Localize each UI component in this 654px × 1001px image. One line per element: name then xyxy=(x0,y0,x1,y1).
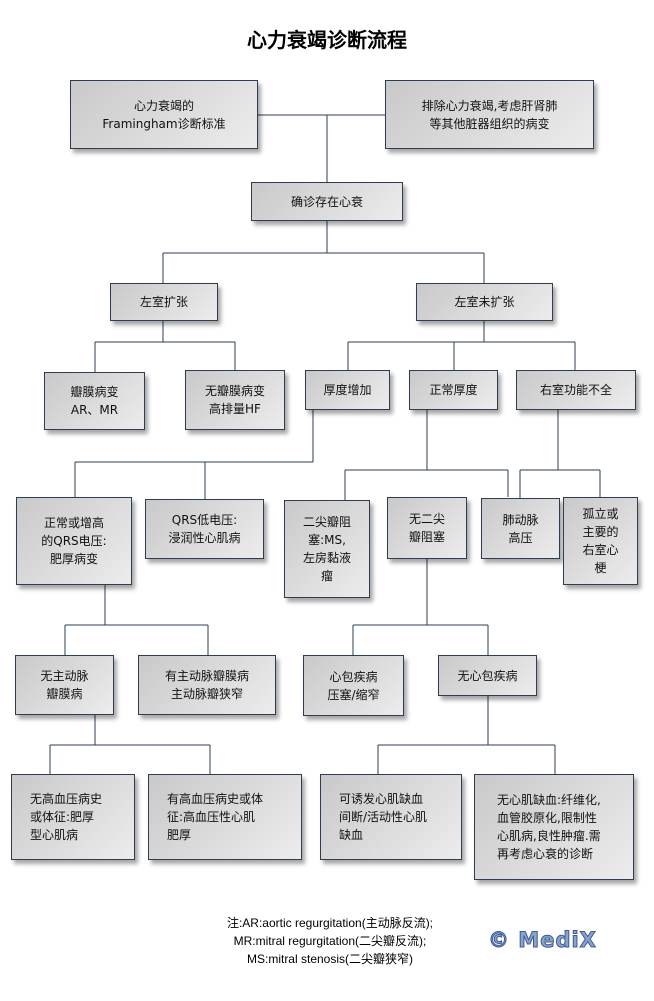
node-pericardial: 心包疾病 压塞/缩窄 xyxy=(303,655,404,716)
node-lv-not-dilated: 左室未扩张 xyxy=(416,283,553,321)
footnote-line: MS:mitral stenosis(二尖瓣狭窄) xyxy=(246,952,413,966)
node-framingham: 心力衰竭的 Framingham诊断标准 xyxy=(70,80,258,149)
node-hypertension: 有高血压病史或体 征:高血压性心肌 肥厚 xyxy=(148,774,302,860)
node-thickness-normal: 正常厚度 xyxy=(409,370,498,410)
node-no-aortic-valve: 无主动脉 瓣膜病 xyxy=(15,655,114,715)
node-lv-dilated: 左室扩张 xyxy=(110,283,218,321)
node-mitral-stenosis: 二尖瓣阻 塞:MS, 左房黏液 瘤 xyxy=(284,500,370,598)
node-qrs-normal: 正常或增高 的QRS电压: 肥厚病变 xyxy=(16,497,132,585)
node-no-valvular: 无瓣膜病变 高排量HF xyxy=(185,370,285,430)
medix-logo: © MediX xyxy=(488,928,597,953)
node-rv-dysfunction: 右室功能不全 xyxy=(516,370,636,410)
node-qrs-low: QRS低电压: 浸润性心肌病 xyxy=(145,499,264,559)
footnote-line: MR:mitral regurgitation(二尖瓣反流); xyxy=(233,934,427,948)
node-rv-infarct: 孤立或 主要的 右室心 梗 xyxy=(563,497,638,585)
node-aortic-valve: 有主动脉瓣膜病 主动脉瓣狭窄 xyxy=(138,655,276,715)
node-no-mitral-obstruction: 无二尖 瓣阻塞 xyxy=(387,497,467,559)
node-confirm-hf: 确诊存在心衰 xyxy=(251,182,403,221)
node-no-hypertension: 无高血压病史 或体征:肥厚 型心肌病 xyxy=(11,774,135,860)
node-no-pericardial: 无心包疾病 xyxy=(438,655,537,696)
diagram-title: 心力衰竭诊断流程 xyxy=(247,28,407,52)
node-ischemia: 可诱发心肌缺血 间断/活动性心肌 缺血 xyxy=(320,774,462,860)
footnote-line: 注:AR:aortic regurgitation(主动脉反流); xyxy=(226,916,434,930)
node-no-ischemia: 无心肌缺血:纤维化, 血管胶原化,限制性 心肌病,良性肿瘤.需 再考虑心衰的诊断 xyxy=(474,774,634,880)
node-thickness-increased: 厚度增加 xyxy=(305,370,390,410)
node-pulmonary-hypertension: 肺动脉 高压 xyxy=(481,498,560,559)
node-valvular: 瓣膜病变 AR、MR xyxy=(44,372,145,430)
node-exclude-hf: 排除心力衰竭,考虑肝肾肺 等其他脏器组织的病变 xyxy=(385,80,594,149)
footnote: 注:AR:aortic regurgitation(主动脉反流); MR:mit… xyxy=(180,914,480,968)
